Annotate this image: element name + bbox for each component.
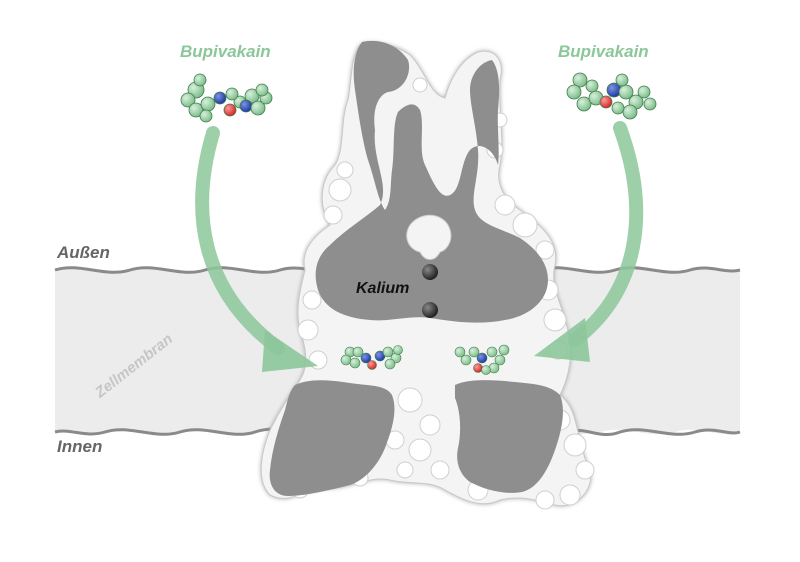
potassium-ion-upper — [422, 264, 438, 280]
drug-label-left: Bupivakain — [180, 42, 271, 62]
drug-label-right: Bupivakain — [558, 42, 649, 62]
potassium-label: Kalium — [356, 280, 409, 298]
inside-label: Innen — [57, 437, 102, 457]
potassium-ion-lower — [422, 302, 438, 318]
bupivacaine-molecule-right — [567, 73, 656, 119]
bupivacaine-molecule-left — [181, 74, 272, 122]
outside-label: Außen — [57, 243, 110, 263]
